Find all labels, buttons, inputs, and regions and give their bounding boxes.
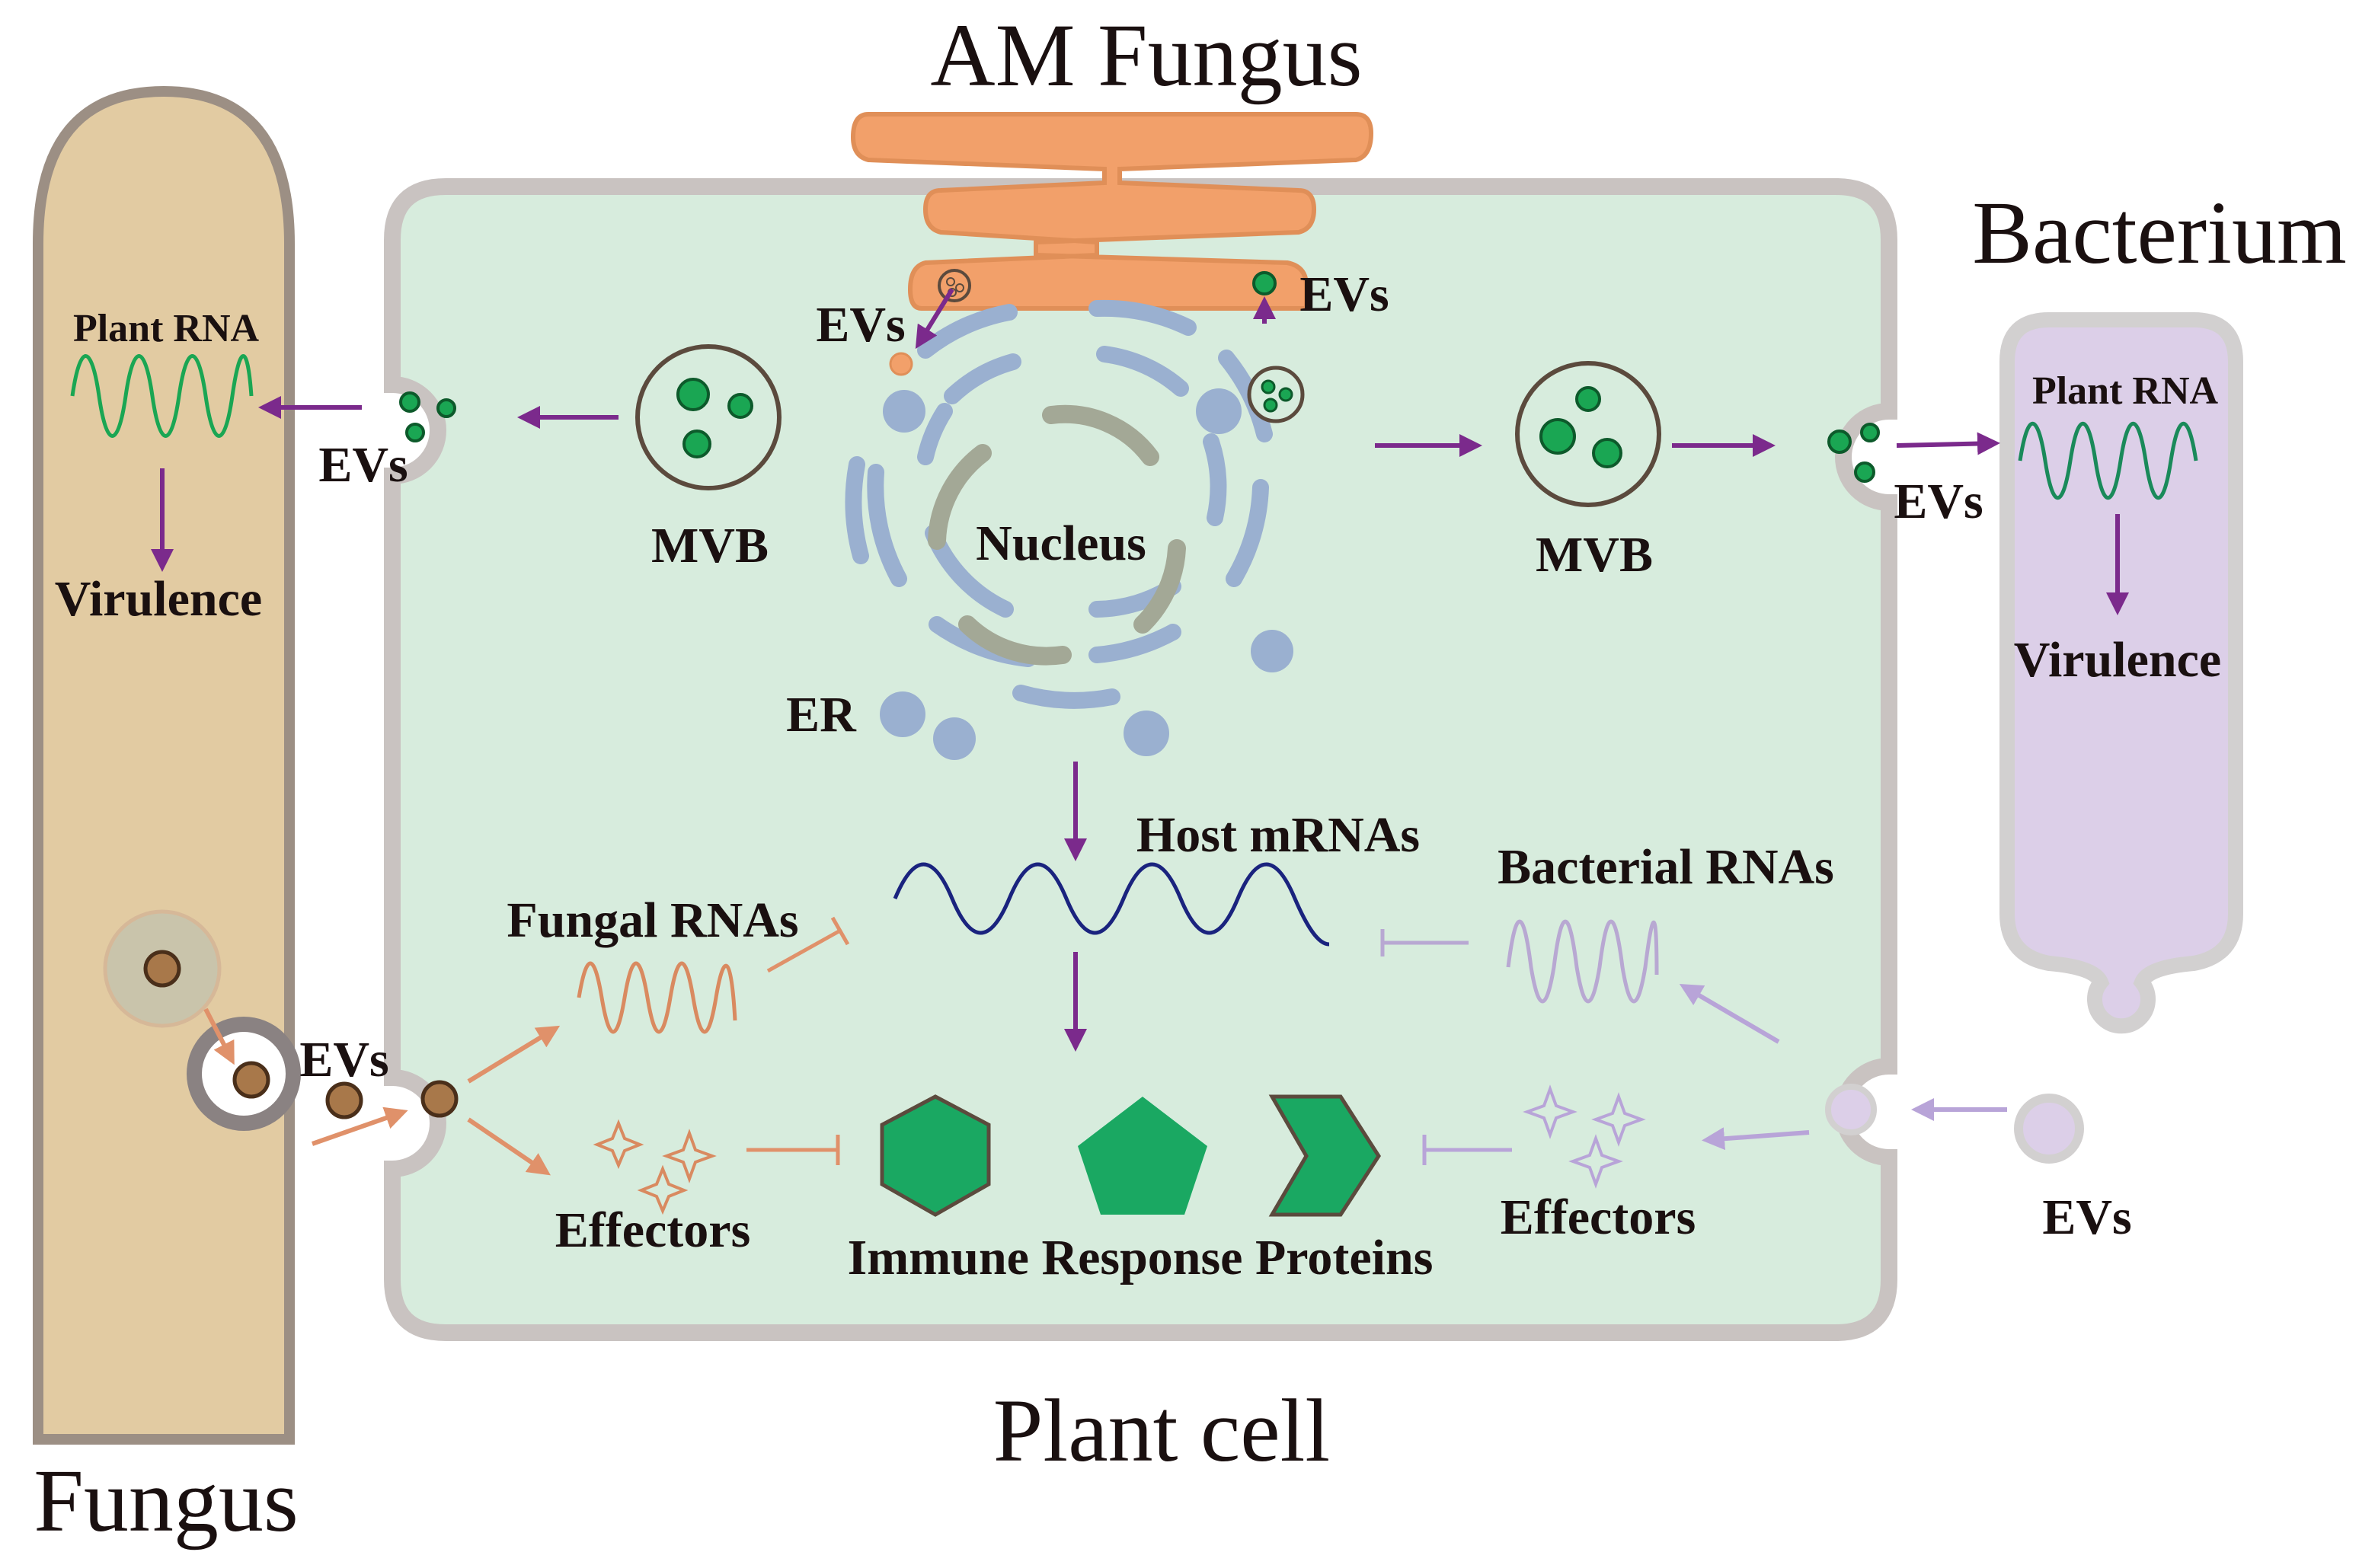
evs-am-left-label: EVs — [816, 297, 905, 353]
mvb-left — [635, 344, 782, 490]
nucleus-label: Nucleus — [976, 516, 1146, 571]
bacterium-cell — [1999, 312, 2243, 1034]
immune-response-proteins[interactable] — [880, 1094, 1381, 1217]
evs-right-top-label: EVs — [1894, 474, 1983, 529]
er-ribosomes — [880, 388, 1293, 760]
mvb-right-label: MVB — [1536, 527, 1653, 583]
mvb-left-label: MVB — [651, 518, 769, 573]
fungus-hypha — [33, 85, 295, 1445]
host-mrna-wave[interactable] — [893, 862, 1330, 947]
mvb-right — [1515, 361, 1661, 507]
plant-rna-right-label: Plant RNA — [2032, 369, 2219, 413]
effectors-right[interactable] — [1523, 1084, 1646, 1189]
am-fungus — [850, 112, 1374, 311]
plant-cell-title: Plant cell — [993, 1381, 1330, 1480]
plant-rna-left-label: Plant RNA — [73, 307, 260, 350]
plant-cell-wall — [384, 178, 1897, 1341]
evs-right-bottom-label: EVs — [2042, 1190, 2131, 1245]
effectors-left-label: Effectors — [555, 1202, 751, 1258]
protein-pentagon[interactable] — [1078, 1097, 1207, 1215]
protein-chevron[interactable] — [1268, 1094, 1381, 1217]
text-labels: AM Fungus Bacterium Fungus Plant cell Pl… — [34, 5, 2347, 1550]
plant-cell — [384, 178, 1897, 1341]
fungal-rnas-label: Fungal RNAs — [507, 893, 798, 948]
bacterial-rna-wave[interactable] — [1506, 919, 1659, 1004]
protein-hexagon[interactable] — [880, 1094, 991, 1217]
rna-waves — [70, 354, 2198, 1034]
plant-rna-right-wave — [2018, 422, 2198, 500]
chromatin — [928, 404, 1186, 666]
nucleus-er-complex — [845, 299, 1293, 760]
effectors-right-label: Effectors — [1501, 1190, 1696, 1245]
plant-rna-left-wave — [70, 354, 254, 438]
arrows-lavender — [1679, 983, 2007, 1151]
immune-response-proteins-label: Immune Response Proteins — [848, 1230, 1434, 1285]
bacterium-title: Bacterium — [1972, 183, 2346, 283]
virulence-left-label: Virulence — [55, 571, 262, 627]
er-label: ER — [786, 687, 857, 742]
fungus-title: Fungus — [34, 1451, 299, 1550]
arrows-orange — [203, 1008, 561, 1176]
inhibition-lines — [746, 916, 1512, 1165]
evs-left-bottom-label: EVs — [299, 1032, 388, 1087]
virulence-right-label: Virulence — [2014, 632, 2221, 688]
effectors-left[interactable] — [593, 1119, 717, 1215]
bacterial-rnas-label: Bacterial RNAs — [1498, 839, 1834, 895]
fungal-rna-wave[interactable] — [577, 961, 737, 1034]
arrows-purple — [151, 288, 2129, 1052]
evs-am-right-label: EVs — [1299, 267, 1389, 322]
host-mrnas-label: Host mRNAs — [1136, 807, 1420, 863]
evs-left-top-label: EVs — [318, 437, 408, 493]
am-fungus-title: AM Fungus — [930, 5, 1362, 105]
